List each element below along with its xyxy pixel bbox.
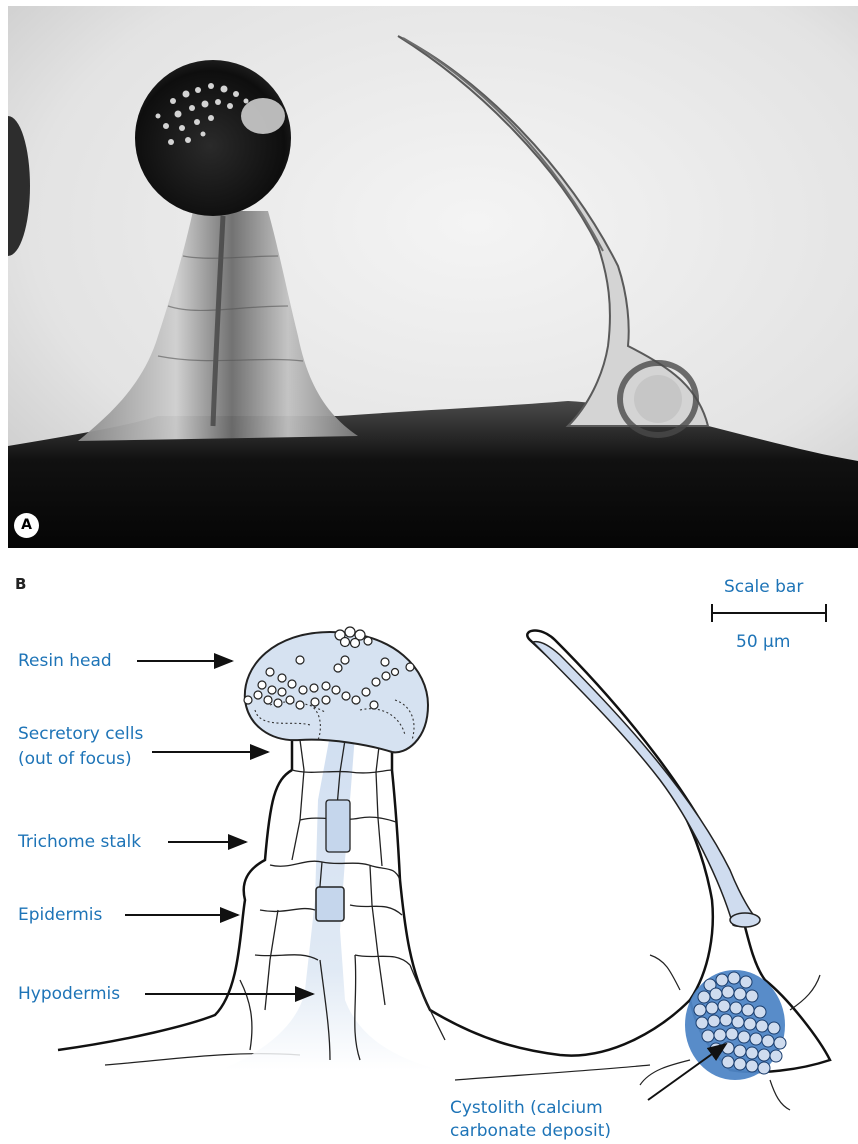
label-cystolith-1: Cystolith (calcium (450, 1097, 603, 1119)
panel-label-a: A (14, 513, 39, 538)
scale-bar-value: 50 µm (736, 631, 790, 653)
label-cystolith-2: carbonate deposit) (450, 1120, 611, 1142)
micrograph-panel-a (8, 6, 858, 548)
stalk-outline (292, 732, 690, 1056)
label-hypodermis: Hypodermis (18, 983, 120, 1005)
scale-bar-title: Scale bar (724, 576, 803, 598)
label-secretory-cells-1: Secretory cells (18, 723, 143, 745)
label-trichome-stalk: Trichome stalk (18, 831, 141, 853)
hypodermis-cell (316, 887, 344, 921)
hook-trichome-drawing (527, 631, 830, 1072)
label-secretory-cells-2: (out of focus) (18, 748, 132, 770)
highlight (241, 98, 285, 134)
label-epidermis: Epidermis (18, 904, 102, 926)
resin-head-photo (135, 60, 291, 216)
scale-bar (712, 604, 826, 622)
hook-inner-channel (533, 642, 758, 927)
label-resin-head: Resin head (18, 650, 112, 672)
